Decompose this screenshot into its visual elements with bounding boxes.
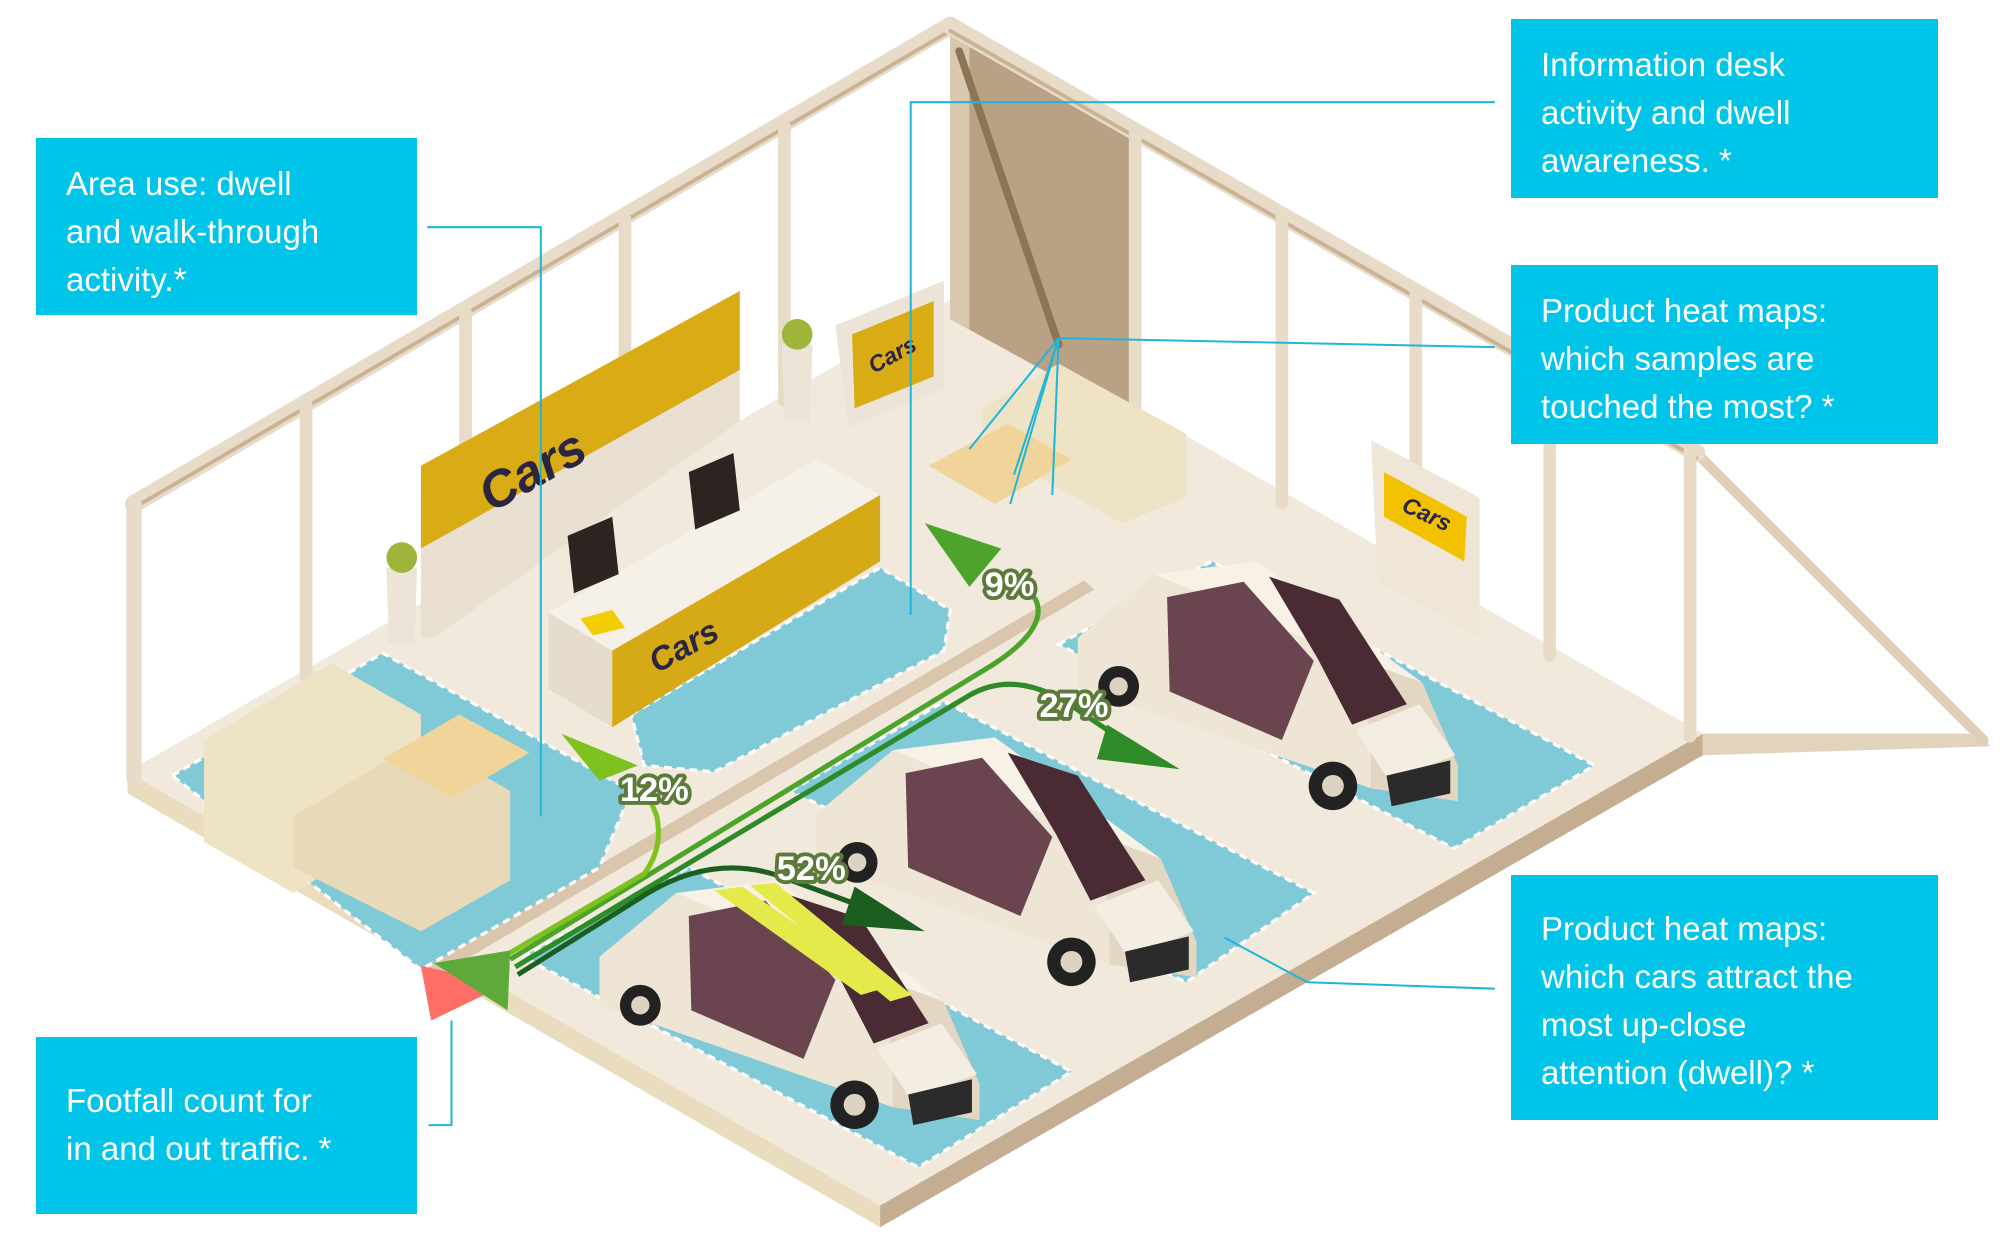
exterior-strut (1691, 447, 1989, 746)
connector-samples (1058, 337, 1495, 349)
car-hub (1060, 950, 1083, 973)
connector-sample-point (1009, 337, 1060, 505)
zone-info-desk (629, 565, 952, 774)
car-back (1077, 561, 1458, 811)
callout-samples: Product heat maps: which samples are tou… (1511, 265, 1938, 444)
footfall-flows (420, 523, 1180, 1021)
flow-labels: 9% 27% 12% 52% (616, 562, 1112, 892)
plant (781, 319, 813, 350)
car-windshield (1269, 576, 1407, 725)
flow-label-27: 27% (1040, 687, 1109, 725)
exterior-beam (1702, 733, 1990, 756)
callout-line: most up-close (1541, 1006, 1747, 1043)
sofa-back (982, 363, 1187, 524)
furniture: Cars Cars Cars Cars (204, 280, 1480, 932)
callout-line: Product heat maps: (1541, 292, 1828, 329)
flow-arrowhead (561, 733, 638, 781)
callout-line: Area use: dwell (66, 165, 292, 202)
car-hub (1109, 677, 1128, 696)
sample-table (928, 423, 1072, 504)
car-stripe (750, 882, 912, 1002)
flow-arrowhead (841, 886, 925, 932)
plant (386, 542, 418, 573)
desk-back-wall (420, 370, 740, 638)
chair-right (688, 452, 740, 530)
counter-note (580, 609, 625, 636)
callout-line: Product heat maps: (1541, 910, 1828, 947)
car-grille (1125, 936, 1189, 983)
flow-label-12: 12% (620, 771, 689, 809)
tv-screen (852, 301, 934, 409)
flow-path (506, 783, 662, 957)
right-sign-panel (1383, 472, 1467, 562)
wall-beam (955, 47, 1063, 349)
callout-line: Footfall count for (66, 1082, 312, 1119)
callout-line: which samples are (1541, 340, 1815, 377)
car-hub (631, 996, 650, 1015)
car-hub (1322, 774, 1344, 797)
back-wall-panel (950, 25, 1136, 422)
flow-arrowhead (1096, 724, 1180, 770)
car-grille (1386, 760, 1451, 807)
planter (781, 344, 813, 422)
car-windshield (1007, 752, 1146, 901)
entrance-out-marker (420, 965, 506, 1021)
entrance-in-marker (433, 950, 511, 1011)
flow-arrowhead (924, 523, 1002, 587)
planter (386, 567, 418, 645)
callout-line: activity.* (66, 261, 187, 298)
callout-line: and walk-through (66, 213, 320, 250)
car-hood (877, 1023, 978, 1100)
flow-path (516, 865, 869, 977)
connector-info-desk (909, 101, 1495, 615)
counter-front (612, 495, 881, 728)
callout-area-use: Area use: dwell and walk-through activit… (36, 138, 417, 315)
car-grille (908, 1079, 972, 1126)
callout-line: attention (dwell)? * (1541, 1054, 1815, 1091)
callout-footfall: Footfall count for in and out traffic. * (36, 1037, 417, 1214)
left-wall-rail-edge (132, 28, 953, 510)
car-front (599, 880, 980, 1129)
callout-line: which cars attract the (1541, 958, 1853, 995)
callout-line: touched the most? * (1541, 388, 1835, 425)
desk-sign-board (420, 290, 740, 549)
flow-label-9: 9% (985, 566, 1035, 604)
flow-label-52: 52% (777, 850, 846, 888)
callout-line: Information desk (1541, 46, 1785, 83)
floor-edge-right (880, 733, 1703, 1228)
walkway-divider (420, 580, 1095, 980)
callout-line: activity and dwell (1541, 94, 1791, 131)
counter-side (548, 612, 613, 728)
car-side-window (905, 757, 1053, 916)
callout-cars: Product heat maps: which cars attract th… (1511, 875, 1938, 1120)
car-hub (843, 1093, 866, 1116)
chair-left (567, 516, 619, 594)
callout-info-desk: Information desk activity and dwell awar… (1511, 19, 1938, 198)
car-stripe (714, 886, 887, 996)
flow-path (513, 681, 1124, 970)
coffee-table (382, 714, 530, 798)
callout-line: in and out traffic. * (66, 1130, 332, 1167)
car-middle (816, 737, 1197, 987)
car-hood (1355, 704, 1456, 781)
connector-sample-point (968, 337, 1060, 450)
flow-path (508, 572, 1041, 962)
callout-connectors (427, 101, 1495, 1127)
connector-cars (1224, 936, 1495, 990)
callout-line: awareness. * (1541, 142, 1732, 179)
connector-sample-point (1051, 338, 1060, 496)
cars (599, 561, 1458, 1129)
connector-area-use (427, 226, 542, 817)
left-wall-rail (124, 16, 960, 513)
connector-footfall (428, 1020, 453, 1127)
car-hood (1094, 880, 1194, 957)
car-side-window (1167, 581, 1314, 740)
counter-top (548, 459, 881, 651)
car-hub (847, 853, 867, 872)
